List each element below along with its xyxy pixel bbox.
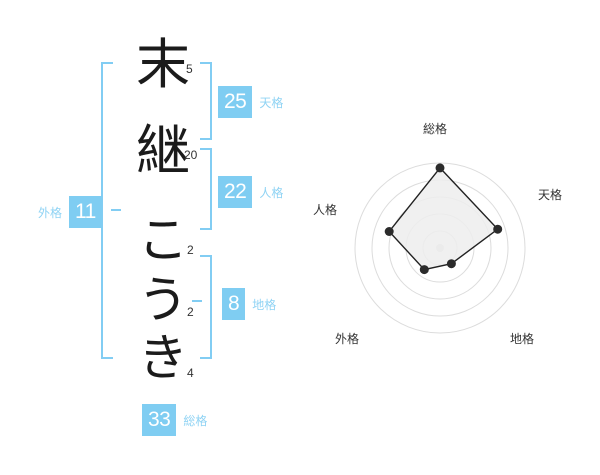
badge-soukaku: 33 総格 bbox=[142, 404, 207, 436]
radar-axis-label-jinkaku: 人格 bbox=[313, 203, 338, 217]
stroke-count-2: 20 bbox=[184, 148, 198, 162]
radar-point-chikaku bbox=[446, 259, 456, 269]
badge-gaikaku-label: 外格 bbox=[38, 205, 63, 220]
stroke-count-3: 2 bbox=[187, 243, 194, 257]
badge-chikaku-label: 地格 bbox=[252, 297, 277, 312]
radar-point-jinkaku bbox=[384, 227, 394, 236]
bracket-jinkaku bbox=[200, 148, 212, 230]
radar-axis-label-soukaku: 総格 bbox=[423, 122, 448, 136]
stroke-count-1: 5 bbox=[186, 62, 193, 76]
badge-chikaku-value: 8 bbox=[222, 288, 246, 320]
radar-axis-label-gaikaku: 外格 bbox=[335, 332, 360, 346]
radar-point-soukaku bbox=[435, 163, 445, 173]
bracket-chikaku bbox=[200, 255, 212, 359]
name-character-2: 継 bbox=[136, 121, 190, 181]
radar-point-tenkaku bbox=[493, 224, 503, 234]
fortune-radar-chart: 総格 天格 地格 外格 人格 bbox=[305, 0, 600, 470]
bracket-gaikaku bbox=[101, 62, 113, 359]
bracket-tenkaku bbox=[200, 62, 212, 140]
badge-jinkaku: 22 人格 bbox=[218, 176, 283, 208]
stroke-count-4: 2 bbox=[187, 305, 194, 319]
badge-chikaku: 8 地格 bbox=[222, 288, 276, 320]
badge-jinkaku-value: 22 bbox=[218, 176, 253, 208]
name-character-5: き bbox=[138, 330, 188, 386]
radar-data-polygon bbox=[388, 166, 499, 271]
badge-tenkaku: 25 天格 bbox=[218, 86, 283, 118]
radar-svg bbox=[354, 162, 526, 334]
name-character-1: 末 bbox=[136, 35, 190, 95]
radar-axis-label-chikaku: 地格 bbox=[510, 332, 535, 346]
badge-soukaku-label: 総格 bbox=[183, 413, 208, 428]
bracket-chikaku-tick bbox=[192, 300, 202, 302]
radar-axis-label-tenkaku: 天格 bbox=[538, 188, 563, 202]
badge-jinkaku-label: 人格 bbox=[259, 185, 284, 200]
bracket-gaikaku-tick bbox=[111, 209, 121, 211]
badge-gaikaku-value: 11 bbox=[69, 196, 102, 228]
badge-soukaku-value: 33 bbox=[142, 404, 177, 436]
radar-point-gaikaku bbox=[419, 265, 429, 275]
name-diagram-panel: 末 5 継 20 こ 2 う 2 き 4 25 天格 22 人格 8 地格 bbox=[38, 35, 283, 436]
badge-gaikaku: 外格 11 bbox=[38, 196, 102, 228]
radar-ring-5 bbox=[354, 162, 526, 334]
name-character-3: こ bbox=[138, 212, 188, 268]
name-character-4: う bbox=[138, 272, 188, 328]
radar-data-points bbox=[384, 163, 503, 275]
badge-tenkaku-value: 25 bbox=[218, 86, 253, 118]
badge-tenkaku-label: 天格 bbox=[259, 95, 284, 110]
stroke-count-5: 4 bbox=[187, 366, 194, 380]
